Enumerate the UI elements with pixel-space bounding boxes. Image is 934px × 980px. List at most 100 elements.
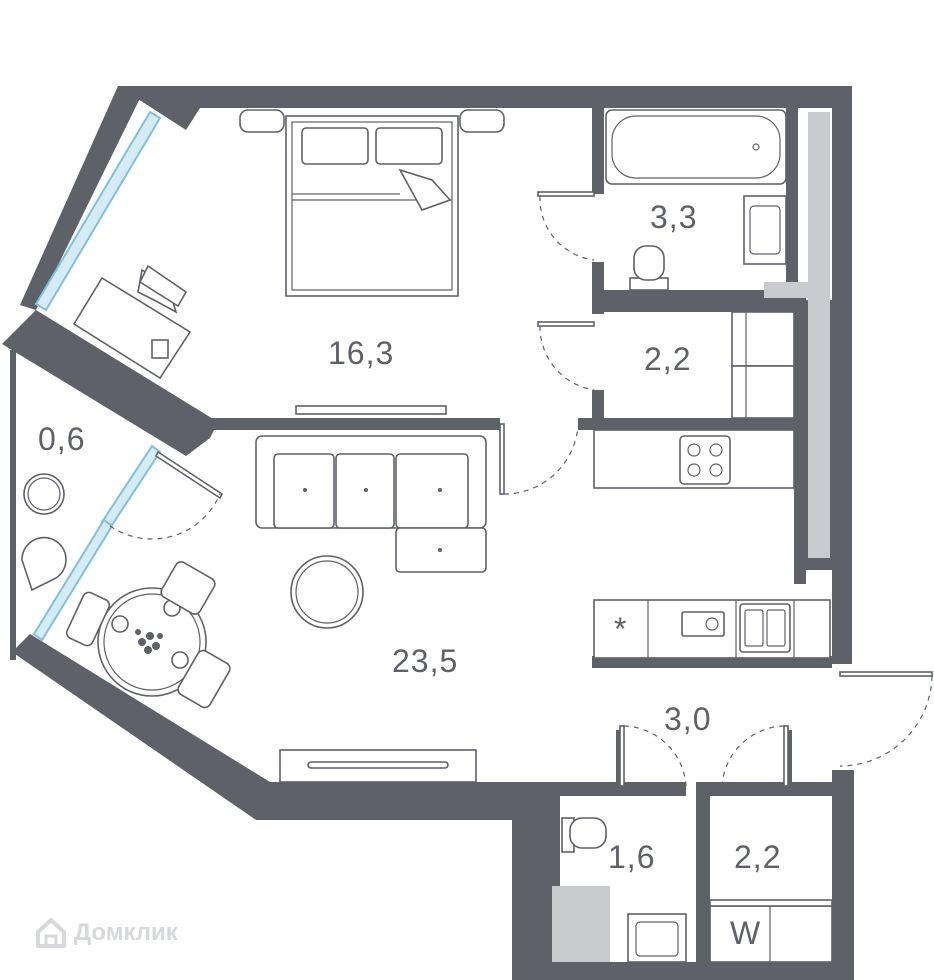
toilet-furniture (561, 817, 687, 963)
area-storage-top: 2,2 (644, 341, 691, 377)
door-laundry-leaf (783, 725, 789, 787)
bathtub-drain (752, 143, 760, 151)
bath-toilet-bowl (633, 245, 665, 281)
desk-chair-seat (138, 264, 188, 308)
wall-left-lower (12, 634, 520, 820)
pouf (290, 555, 364, 629)
door-entrance-leaf (839, 671, 933, 677)
wall-bath-bottom (592, 290, 806, 312)
dining-table (97, 587, 207, 697)
wall-left-upper (20, 86, 146, 310)
tv-bedroom (295, 405, 447, 415)
kitchen-sink-bowl-1 (744, 609, 764, 647)
windows (32, 110, 162, 642)
dining-plate-3 (171, 651, 189, 669)
door-laundry-arc (721, 725, 785, 787)
burner-1 (687, 443, 701, 457)
dining-plate-1 (111, 615, 129, 633)
area-laundry: 2,2 (734, 839, 781, 875)
wall-laundry-right (832, 770, 854, 980)
doors (109, 191, 933, 787)
balcony-table (23, 473, 65, 515)
storage-top-furniture (731, 311, 795, 419)
wall-toilet-laundry (696, 782, 710, 980)
door-bathroom-arc (539, 195, 595, 261)
wall-bottom-edge (512, 962, 854, 980)
bath-sink-bowl (749, 205, 781, 255)
bathtub (605, 109, 787, 185)
nightstand-right (459, 109, 505, 133)
area-toilet: 1,6 (608, 839, 655, 875)
house-logo-icon (36, 918, 66, 948)
toilet-shaft (552, 886, 610, 962)
laundry-furniture: W (709, 899, 833, 963)
burner-2 (709, 443, 723, 457)
pouf-inner (295, 560, 359, 624)
balcony-chair (21, 536, 67, 592)
bed-pillow-left (301, 127, 369, 165)
ventilation-shaft-link (764, 282, 808, 298)
window-bedroom (34, 110, 162, 312)
area-bathroom: 3,3 (650, 199, 697, 235)
ventilation-shaft (808, 112, 830, 558)
burner-3 (687, 463, 701, 477)
bed-blanket-fold (398, 168, 452, 211)
sofa-button-2 (364, 488, 368, 492)
walls (2, 86, 854, 980)
wall-kitchen-base (592, 656, 832, 668)
door-bedroom-leaf (499, 423, 505, 495)
flower-vase (135, 629, 163, 654)
area-balcony: 0,6 (38, 421, 85, 457)
dining-chair-right (177, 649, 231, 709)
area-hallway: 3,0 (664, 701, 711, 737)
microwave-knob (705, 617, 719, 631)
wall-balcony-left (10, 350, 16, 660)
balcony-table-inner (27, 477, 61, 511)
fridge-symbol: * (614, 611, 627, 647)
toilet-sink-bowl (635, 921, 679, 957)
door-toilet-leaf (619, 725, 625, 787)
balcony-furniture (21, 473, 67, 592)
sofa-button-4 (438, 548, 442, 552)
door-bathroom-leaf (537, 191, 595, 197)
bathtub-inner (611, 115, 781, 179)
window-balcony-door (100, 444, 162, 530)
tv-living (307, 761, 449, 769)
wall-bath-left-top (592, 108, 604, 194)
wardrobe-top-1 (731, 311, 795, 367)
living-furniture (65, 435, 487, 783)
burner-4 (709, 463, 723, 477)
door-storage-leaf (537, 321, 595, 327)
wardrobe-top-2 (731, 365, 795, 419)
dining-chair-left (65, 591, 111, 647)
sofa-button-3 (438, 488, 442, 492)
door-balcony-leaf (154, 450, 224, 500)
door-storage-arc (539, 325, 595, 391)
watermark: Домклик (34, 916, 178, 950)
laundry-counter (709, 905, 833, 963)
laundry-shelf (709, 899, 833, 907)
kitchen-sink-bowl-2 (766, 609, 786, 647)
wall-storage-right (794, 310, 806, 584)
door-entrance-arc (839, 675, 933, 767)
door-bedroom-arc (503, 425, 579, 495)
nightstand-left (239, 109, 285, 133)
wall-diagonal-block (2, 310, 218, 456)
kitchen-sink (739, 603, 791, 653)
bedroom-furniture (72, 109, 505, 415)
wall-bottom-right (696, 782, 848, 796)
bed-inner (291, 121, 453, 291)
area-living-kitchen: 23,5 (392, 643, 458, 679)
watermark-text: Домклик (74, 919, 178, 946)
dining-table-inner (103, 593, 201, 691)
sofa-button-1 (303, 488, 307, 492)
kitchen-furniture: * (593, 429, 831, 659)
wall-storage-bottom (578, 418, 806, 430)
area-bedroom: 16,3 (328, 335, 394, 371)
desk-laptop (151, 339, 169, 359)
wall-bedroom-living (208, 418, 500, 430)
door-toilet-arc (623, 725, 687, 787)
dining-chair-top (160, 561, 216, 615)
window-living (32, 518, 114, 642)
